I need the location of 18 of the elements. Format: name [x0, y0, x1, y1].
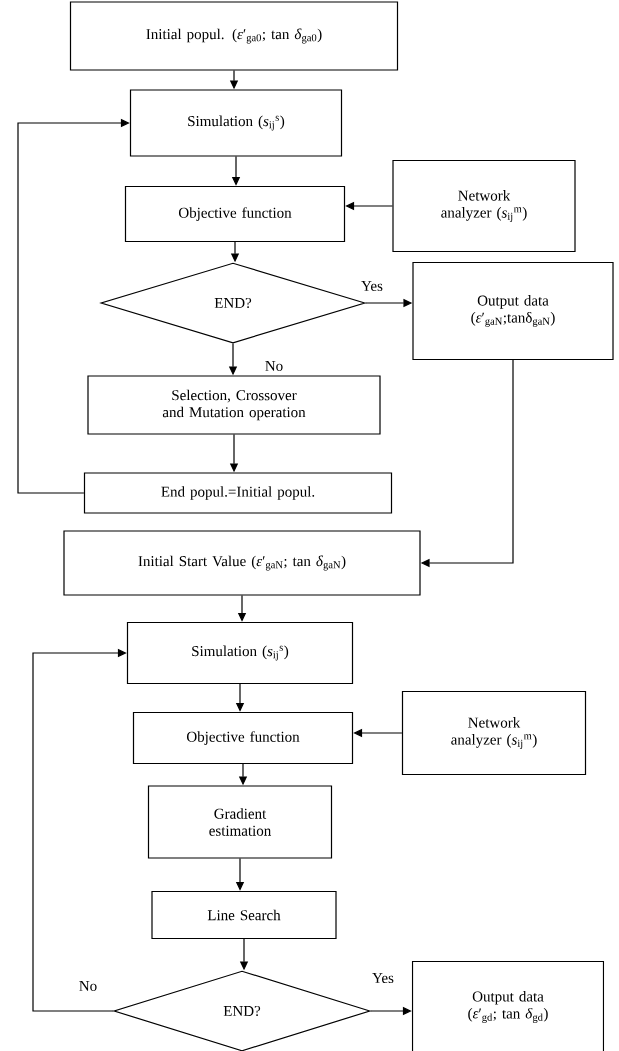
process-box: Objective function	[124, 185, 346, 243]
process-box: Network analyzer (s$_{ij}$$^{m}$)	[392, 159, 576, 253]
process-box: Output data (ε′$_{gaN}$;tanδ$_{gaN}$)	[412, 261, 614, 361]
edge-label: No	[263, 360, 285, 372]
edge-label: No	[77, 980, 99, 992]
process-box: Selection, Crossover and Mutation operation	[87, 375, 381, 435]
process-box: Line Search	[151, 890, 337, 940]
process-box: Initial Start Value (ε′$_{gaN}$; tan δ$_{gaN}$)	[63, 530, 421, 596]
process-box: End popul.=Initial popul.	[83, 472, 393, 514]
process-box: Simulation (s$_{ij}$$^{s}$)	[129, 89, 343, 157]
process-box: Objective function	[132, 711, 354, 765]
process-box: Network analyzer (s$_{ij}$$^{m}$)	[401, 690, 587, 776]
edge-label: Yes	[371, 972, 395, 984]
arrow	[32, 648, 127, 1012]
process-box: Initial popul. (ε′$_{ga0}$; tan δ$_{ga0}$)	[69, 1, 399, 71]
process-box: Simulation (s$_{ij}$$^{s}$)	[126, 621, 354, 685]
process-box: Gradient estimation	[147, 785, 333, 859]
process-box: Output data (ε′$_{gd}$; tan δ$_{gd}$)	[411, 960, 605, 1051]
